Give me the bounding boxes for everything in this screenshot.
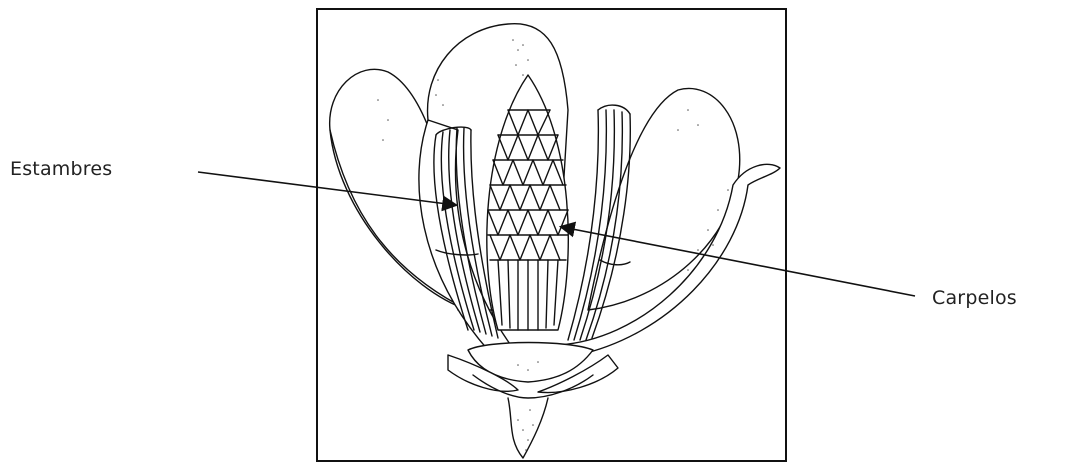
- stamens-label: Estambres: [10, 158, 112, 180]
- flower-illustration: [318, 10, 785, 460]
- illustration-frame: [316, 8, 787, 462]
- carpels-label: Carpelos: [932, 287, 1017, 309]
- stem: [508, 398, 548, 458]
